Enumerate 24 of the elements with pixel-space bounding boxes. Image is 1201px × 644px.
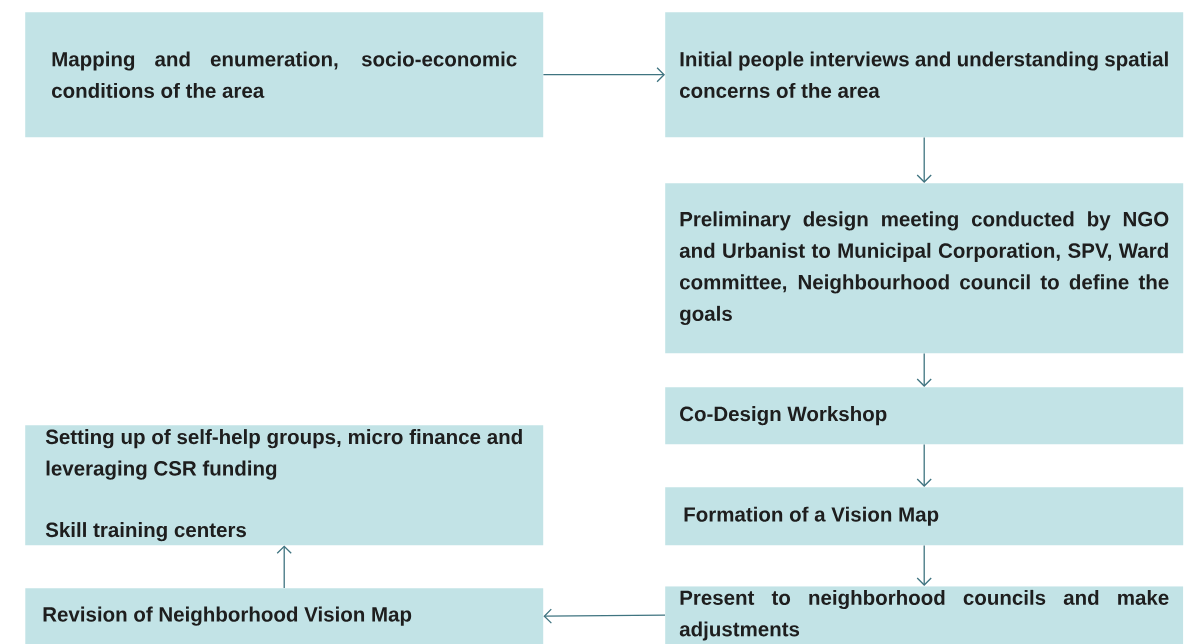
- process-box: [665, 586, 1184, 644]
- process-box: [665, 12, 1184, 138]
- step-text: Formation of a Vision Map: [684, 506, 939, 526]
- arrow: [916, 136, 932, 183]
- step-text: Setting up of self-help groups, micro finance and leveraging CSR funding: [45, 429, 522, 480]
- process-box: [665, 387, 1184, 445]
- arrow: [542, 67, 665, 83]
- step-text: Mapping and enumeration, socio-economic conditions of the area: [52, 51, 517, 98]
- process-box: [25, 425, 544, 546]
- arrow: [543, 608, 666, 624]
- process-box: [665, 183, 1184, 354]
- step-text: Revision of Neighborhood Vision Map: [43, 606, 412, 626]
- process-box: [25, 588, 544, 644]
- process-box: [665, 487, 1184, 546]
- process-box: [25, 12, 544, 138]
- step-text: Skill training centers: [45, 522, 246, 542]
- step-text: Initial people interviews and understanding spatial concerns of the area: [680, 51, 1168, 98]
- arrow: [276, 545, 292, 589]
- step-text: Preliminary design meeting conducted by NGO and Urbanist to Municipal Corporation, SPV, Ward committee, Neighbourhood council to define the goals: [679, 211, 1169, 326]
- arrow: [916, 544, 932, 586]
- arrow: [916, 352, 932, 387]
- arrow: [916, 443, 932, 487]
- step-text: Present to neighborhood councils and make adjustments: [679, 589, 1169, 641]
- step-text: Co-Design Workshop: [680, 406, 887, 426]
